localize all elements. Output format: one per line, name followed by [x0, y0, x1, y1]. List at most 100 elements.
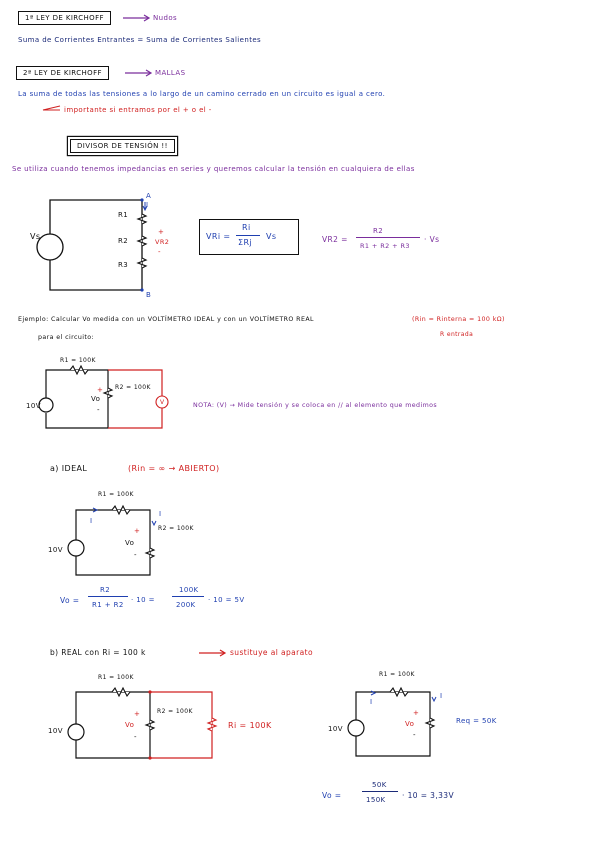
divider-description: Se utiliza cuando tenemos impedancias en… — [12, 165, 415, 173]
current-label: I — [146, 201, 149, 209]
ex-vo-label: Vo — [91, 395, 101, 403]
equiv-source-label: 10V — [328, 725, 343, 733]
voltage-source-icon — [36, 233, 64, 261]
r2-label: R2 — [118, 237, 129, 245]
resistor-icon — [389, 686, 409, 698]
ideal-result-num2: 100K — [179, 586, 199, 594]
example-nota: NOTA: (V) → Mide tensión y se coloca en … — [193, 402, 438, 409]
ideal-result-mid: · 10 = — [131, 596, 155, 604]
formula2-tail: · Vs — [424, 235, 440, 244]
plus-sign: + — [158, 228, 165, 236]
fraction-line — [356, 237, 420, 238]
rin-sub: R entrada — [440, 331, 474, 338]
equivalent-circuit — [347, 686, 437, 757]
plus-sign: + — [413, 709, 420, 717]
minus-sign: - — [134, 733, 137, 741]
law2-note: importante si entramos por el + o el - — [64, 106, 212, 114]
ex-source-label: 10V — [26, 402, 41, 410]
arrow-icon — [125, 69, 153, 77]
current-arrow-icon — [151, 520, 157, 527]
arrow-icon — [123, 14, 151, 22]
law2-arrow-note: MALLAS — [155, 69, 186, 77]
current-arrow-icon — [142, 205, 148, 212]
resistor-icon — [111, 686, 131, 698]
real-vo-label: Vo — [125, 721, 135, 729]
minus-sign: - — [413, 731, 416, 739]
real-heading: b) REAL con Ri = 100 k — [50, 648, 146, 657]
resistor-icon — [424, 717, 436, 729]
return-arrow-icon — [42, 105, 61, 111]
meter-label: V — [160, 399, 165, 406]
voltage-source-icon — [67, 723, 85, 741]
ideal-source-label: 10V — [48, 546, 63, 554]
minus-sign: - — [97, 406, 100, 414]
current-label: I — [440, 692, 443, 700]
equiv-vo-label: Vo — [405, 720, 415, 728]
current-label: I — [159, 510, 162, 518]
ideal-result-num1: R2 — [100, 586, 111, 594]
resistor-icon — [136, 235, 148, 247]
ex-r1-label: R1 = 100K — [60, 357, 96, 364]
divider-circuit — [36, 198, 148, 292]
voltage-source-icon — [38, 397, 54, 413]
voltage-source-icon — [67, 539, 85, 557]
source-label: Vs — [30, 232, 41, 241]
ideal-heading: a) IDEAL — [50, 464, 88, 473]
formula-lhs: VRi = — [206, 232, 231, 241]
fraction-line — [362, 791, 398, 792]
ideal-r2-label: R2 = 100K — [158, 525, 194, 532]
resistor-icon — [206, 717, 218, 732]
ideal-r1-label: R1 = 100K — [98, 491, 134, 498]
current-label: I — [370, 698, 373, 706]
real-source-label: 10V — [48, 727, 63, 735]
resistor-icon — [111, 504, 131, 516]
ideal-condition: (Rin = ∞ → ABIERTO) — [128, 464, 220, 473]
real-result-tail: · 10 = 3,33V — [402, 791, 454, 800]
real-result-den: 150K — [366, 796, 386, 804]
real-ri-label: Ri = 100K — [228, 721, 272, 730]
real-result-num: 50K — [372, 781, 387, 789]
req-label: Req = 50K — [456, 717, 497, 725]
resistor-icon — [136, 257, 148, 269]
example-intro2: para el circuito: — [38, 334, 95, 341]
ideal-result-tail: · 10 = 5V — [208, 596, 245, 604]
fraction-line — [236, 235, 260, 236]
law1-statement: Suma de Corrientes Entrantes = Suma de C… — [18, 36, 262, 44]
ideal-circuit — [67, 504, 157, 576]
real-r1-label: R1 = 100K — [98, 674, 134, 681]
law1-arrow-note: Nudos — [153, 14, 178, 22]
formula2-den: R1 + R2 + R3 — [360, 242, 410, 250]
resistor-icon — [144, 547, 156, 559]
ideal-result-den1: R1 + R2 — [92, 601, 124, 609]
voltage-source-icon — [347, 719, 365, 737]
formula-num: Ri — [242, 223, 251, 232]
real-note: sustituye al aparato — [230, 648, 313, 657]
minus-sign: - — [134, 551, 137, 559]
vr2-label: VR2 — [155, 238, 170, 246]
ideal-vo-label: Vo — [125, 539, 135, 547]
ideal-result-lhs: Vo = — [60, 596, 80, 605]
node-a-label: A — [146, 192, 152, 200]
equiv-r1-label: R1 = 100K — [379, 671, 415, 678]
plus-sign: + — [134, 710, 141, 718]
law1-title: 1ª LEY DE KIRCHOFF — [18, 11, 111, 25]
divider-formula-box: VRi = Ri ΣRj Vs — [199, 219, 299, 255]
voltmeter-icon — [155, 395, 169, 409]
r3-label: R3 — [118, 261, 129, 269]
resistor-icon — [136, 213, 148, 225]
current-label: I — [90, 517, 93, 525]
law2-title: 2ª LEY DE KIRCHOFF — [16, 66, 109, 80]
minus-sign: - — [158, 248, 161, 256]
current-arrow-icon — [370, 690, 377, 696]
rin-note: (Rin = Rinterna = 100 kΩ) — [412, 316, 505, 323]
fraction-line — [88, 596, 128, 597]
node-b-label: B — [146, 291, 152, 299]
formula-den: ΣRj — [238, 238, 253, 247]
resistor-icon — [69, 364, 89, 376]
ideal-result-den2: 200K — [176, 601, 196, 609]
arrow-icon — [199, 649, 227, 657]
ex-r2-label: R2 = 100K — [115, 384, 151, 391]
plus-sign: + — [97, 386, 104, 394]
example-circuit — [38, 364, 169, 429]
law2-statement: La suma de todas las tensiones a lo larg… — [18, 90, 386, 98]
